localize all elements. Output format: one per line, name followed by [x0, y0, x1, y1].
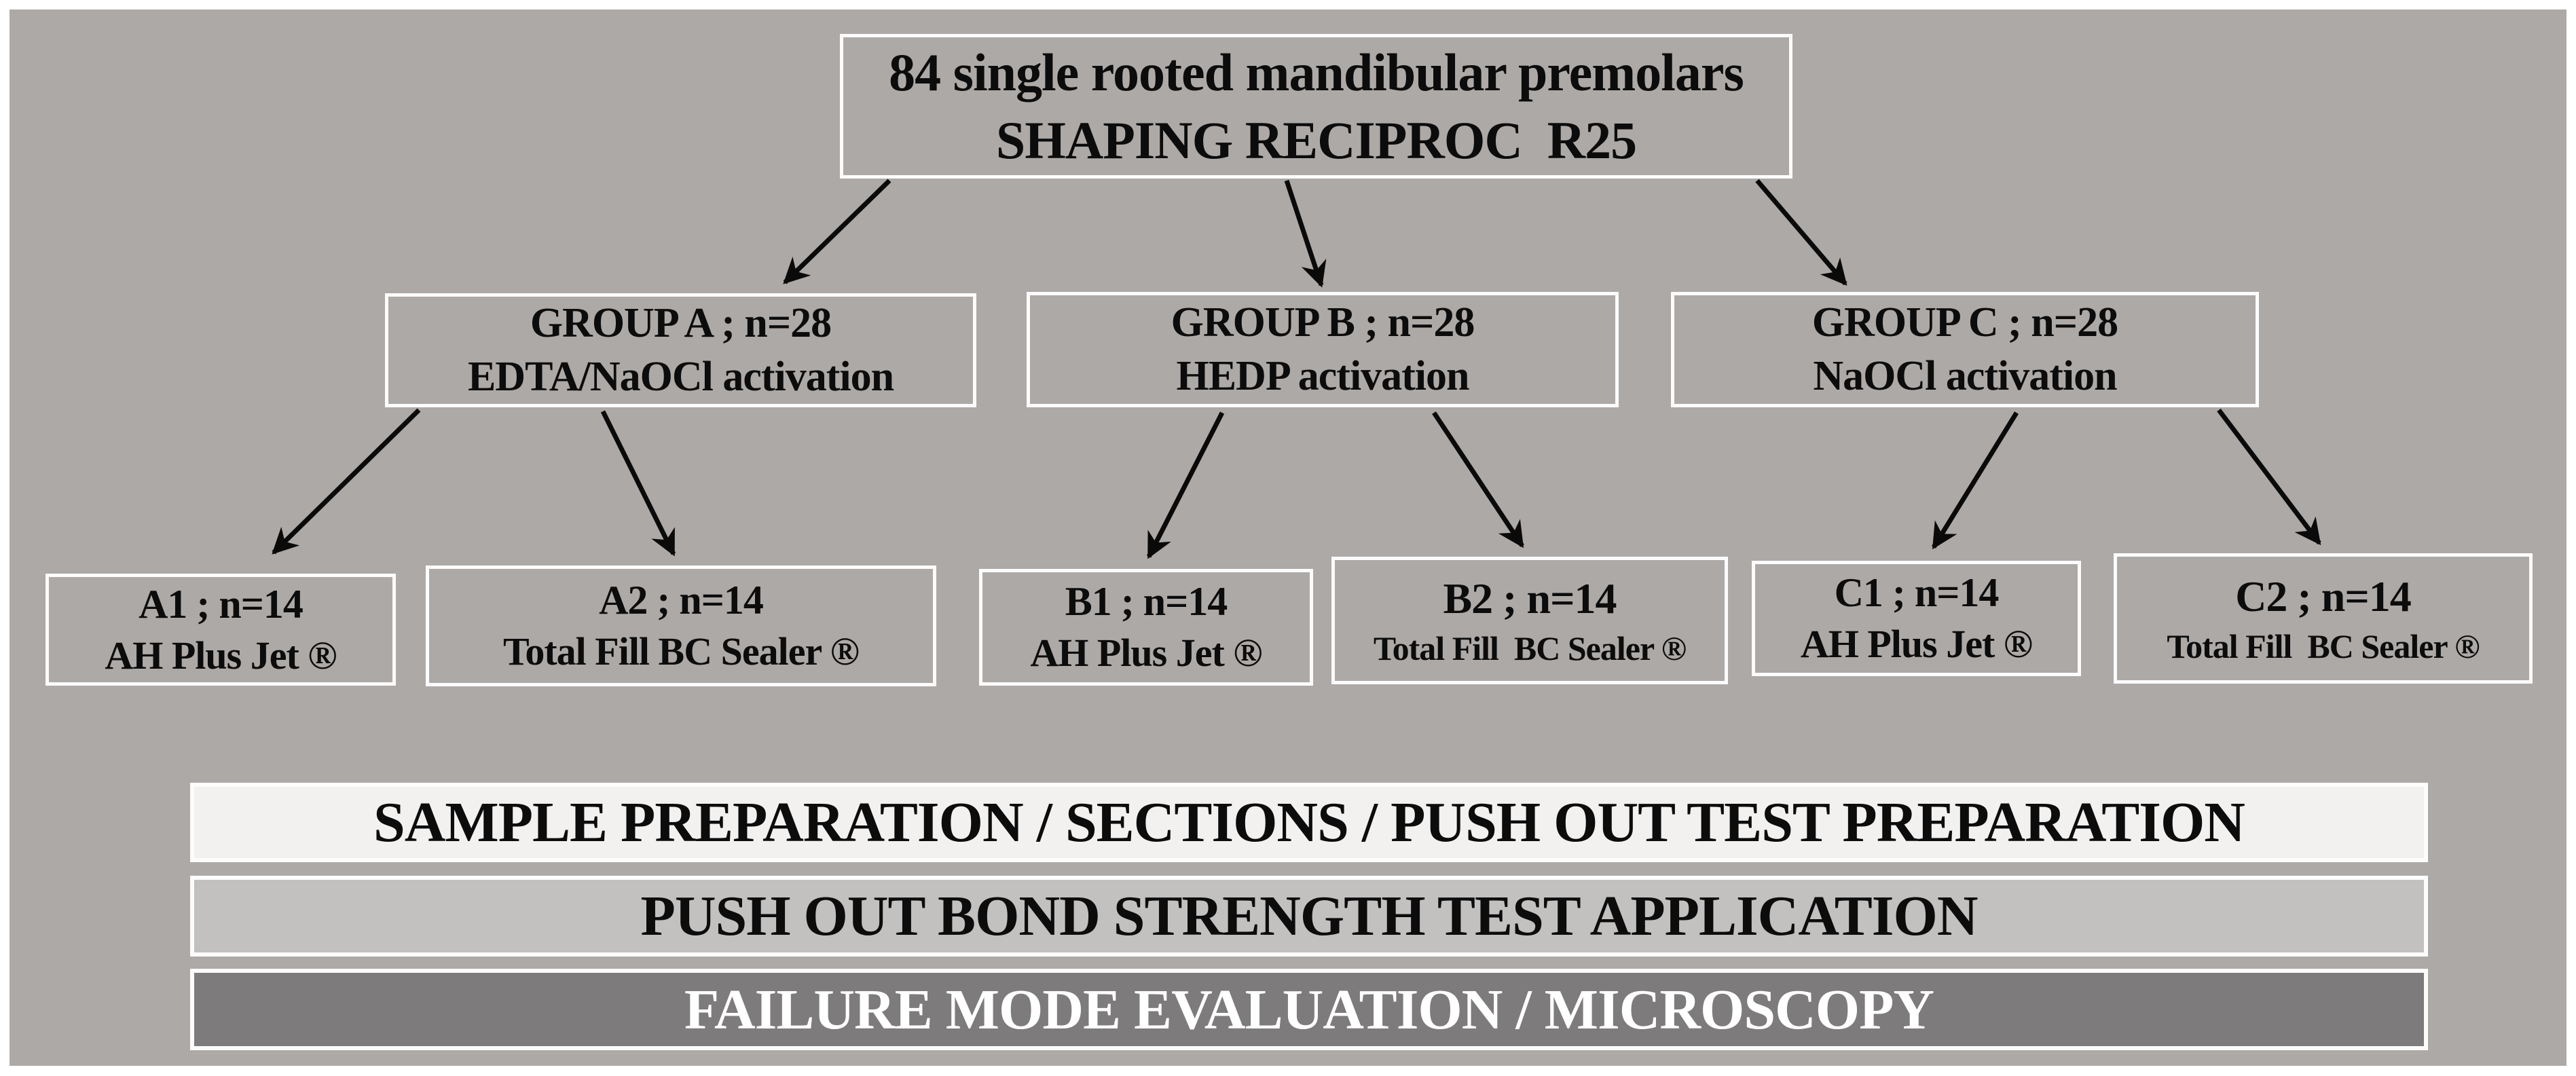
process-bar-sample-preparation: SAMPLE PREPARATION / SECTIONS / PUSH OUT…: [190, 783, 2428, 862]
group-a-box: GROUP A ; n=28 EDTA/NaOCl activation: [385, 293, 976, 407]
subgroup-b1-sealer: AH Plus Jet ®: [1030, 631, 1262, 675]
group-a-title: GROUP A ; n=28: [530, 299, 832, 346]
group-c-box: GROUP C ; n=28 NaOCl activation: [1671, 292, 2259, 407]
process-bar-push-out-test: PUSH OUT BOND STRENGTH TEST APPLICATION: [190, 876, 2428, 957]
subgroup-b1-box: B1 ; n=14 AH Plus Jet ®: [979, 569, 1313, 686]
root-line2: SHAPING RECIPROC R25: [995, 110, 1637, 170]
subgroup-c1-sealer: AH Plus Jet ®: [1800, 622, 2033, 667]
subgroup-a1-sealer: AH Plus Jet ®: [105, 633, 337, 678]
process-bar-failure-mode: FAILURE MODE EVALUATION / MICROSCOPY: [190, 969, 2428, 1050]
subgroup-a2-sealer: Total Fill BC Sealer ®: [502, 629, 860, 674]
subgroup-b2-title: B2 ; n=14: [1443, 574, 1617, 623]
group-b-box: GROUP B ; n=28 HEDP activation: [1027, 292, 1619, 407]
group-b-title: GROUP B ; n=28: [1171, 299, 1475, 346]
root-line1: 84 single rooted mandibular premolars: [889, 42, 1744, 102]
subgroup-a1-title: A1 ; n=14: [139, 581, 303, 627]
subgroup-a2-box: A2 ; n=14 Total Fill BC Sealer ®: [426, 565, 936, 686]
subgroup-c2-sealer: Total Fill BC Sealer ®: [2167, 627, 2480, 665]
group-c-subtitle: NaOCl activation: [1813, 353, 2117, 399]
root-box: 84 single rooted mandibular premolars SH…: [840, 34, 1792, 179]
subgroup-c2-box: C2 ; n=14 Total Fill BC Sealer ®: [2114, 553, 2533, 684]
subgroup-c1-title: C1 ; n=14: [1834, 570, 2000, 616]
group-b-subtitle: HEDP activation: [1176, 353, 1469, 399]
group-c-title: GROUP C ; n=28: [1811, 299, 2118, 346]
group-a-subtitle: EDTA/NaOCl activation: [467, 354, 894, 400]
subgroup-b1-title: B1 ; n=14: [1065, 579, 1228, 625]
subgroup-a1-box: A1 ; n=14 AH Plus Jet ®: [45, 574, 396, 686]
subgroup-b2-box: B2 ; n=14 Total Fill BC Sealer ®: [1331, 557, 1728, 684]
subgroup-b2-sealer: Total Fill BC Sealer ®: [1373, 629, 1687, 667]
subgroup-a2-title: A2 ; n=14: [599, 578, 764, 623]
subgroup-c2-title: C2 ; n=14: [2235, 572, 2412, 621]
subgroup-c1-box: C1 ; n=14 AH Plus Jet ®: [1752, 561, 2081, 676]
